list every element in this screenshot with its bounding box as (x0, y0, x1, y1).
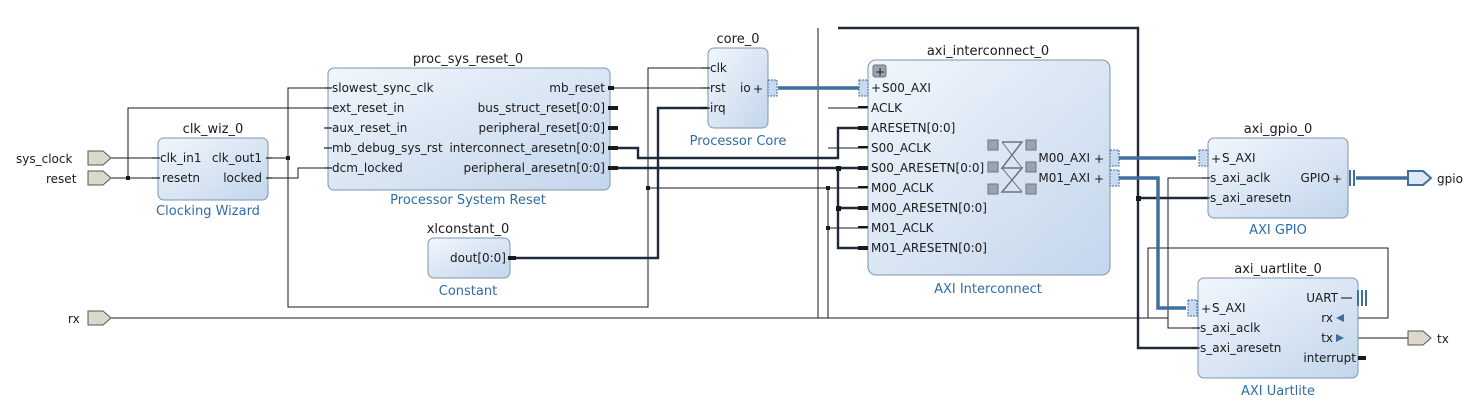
port-m01-aclk[interactable]: M01_ACLK (871, 221, 935, 235)
port-resetn[interactable]: resetn (162, 171, 200, 185)
port-peripheral-reset[interactable]: peripheral_reset[0:0] (478, 121, 605, 135)
block-core[interactable]: core_0 clk rst irq io + Processor Core (690, 32, 787, 149)
block-axi-interconnect[interactable]: axi_interconnect_0 + + S00_AXI ACLK ARES… (858, 44, 1120, 297)
port-rx[interactable]: rx (1321, 311, 1333, 325)
port-aux-reset-in[interactable]: aux_reset_in (332, 121, 407, 135)
net-dout[interactable] (514, 106, 708, 260)
block-axi-uartlite[interactable]: axi_uartlite_0 + S_AXI s_axi_aclk s_axi_… (1187, 262, 1367, 399)
expand-plus-icon[interactable]: + (1211, 152, 1221, 166)
port-dout[interactable]: dout[0:0] (450, 251, 506, 265)
output-arrow-icon (1336, 334, 1344, 342)
port-aclk[interactable]: ACLK (871, 101, 903, 115)
external-port-label: rx (68, 312, 80, 326)
external-port-label: reset (46, 172, 77, 186)
port-m01-aresetn[interactable]: M01_ARESETN[0:0] (871, 241, 987, 255)
port-s-axi-aclk[interactable]: s_axi_aclk (1210, 171, 1270, 185)
port-rst[interactable]: rst (710, 81, 726, 95)
net-m01-axi-uart[interactable] (1118, 176, 1186, 310)
port-s-axi-aresetn[interactable]: s_axi_aresetn (1210, 191, 1291, 205)
port-m01-axi[interactable]: M01_AXI (1038, 171, 1090, 185)
port-irq[interactable]: irq (710, 101, 726, 115)
crossbar-icon (987, 139, 1037, 195)
block-name: axi_uartlite_0 (1234, 262, 1322, 277)
net-locked[interactable] (268, 167, 330, 179)
external-port-label: gpio (1437, 172, 1463, 186)
block-proc-sys-reset[interactable]: proc_sys_reset_0 slowest_sync_clk ext_re… (324, 52, 618, 208)
external-port-label: tx (1437, 332, 1449, 346)
block-xlconstant[interactable]: xlconstant_0 dout[0:0] Constant (427, 222, 516, 299)
port-clk-in1[interactable]: clk_in1 (160, 151, 201, 165)
block-type: AXI Uartlite (1241, 384, 1315, 399)
port-mb-reset[interactable]: mb_reset (549, 81, 605, 95)
net-rx[interactable] (111, 28, 1389, 319)
port-s-axi-aresetn[interactable]: s_axi_aresetn (1200, 341, 1281, 355)
expand-plus-icon[interactable]: + (1332, 172, 1342, 186)
block-name: axi_interconnect_0 (927, 44, 1049, 59)
external-port-tx[interactable]: tx (1407, 330, 1449, 346)
external-port-reset[interactable]: reset (46, 170, 112, 186)
external-port-rx[interactable]: rx (68, 310, 112, 326)
block-type: AXI Interconnect (934, 282, 1042, 297)
port-s-axi[interactable]: S_AXI (1212, 301, 1246, 315)
port-tx[interactable]: tx (1321, 331, 1333, 345)
plus-icon: + (875, 65, 885, 79)
port-mb-debug-sys-rst[interactable]: mb_debug_sys_rst (332, 141, 443, 155)
nets (111, 26, 1408, 350)
port-s00-aresetn[interactable]: S00_ARESETN[0:0] (871, 161, 984, 175)
net-interconnect-aresetn[interactable] (618, 126, 868, 160)
block-type: Constant (439, 284, 497, 299)
port-uart[interactable]: UART (1306, 291, 1338, 305)
external-port-label: sys_clock (16, 152, 72, 166)
input-arrow-icon (1336, 314, 1344, 322)
external-port-sys-clock[interactable]: sys_clock (16, 150, 112, 166)
expand-plus-icon[interactable]: + (753, 82, 763, 96)
block-name: axi_gpio_0 (1244, 122, 1313, 137)
port-slowest-sync-clk[interactable]: slowest_sync_clk (332, 81, 434, 95)
expand-plus-icon[interactable]: + (1201, 302, 1211, 316)
port-clk-out1[interactable]: clk_out1 (212, 151, 262, 165)
external-port-gpio[interactable]: gpio (1407, 170, 1463, 186)
net-peripheral-aresetn[interactable] (618, 26, 1208, 350)
port-io[interactable]: io (740, 81, 751, 95)
block-type: Processor Core (690, 134, 787, 149)
block-name: xlconstant_0 (427, 222, 510, 237)
block-axi-gpio[interactable]: axi_gpio_0 + S_AXI s_axi_aclk s_axi_ares… (1198, 122, 1355, 238)
net-reset[interactable] (111, 107, 330, 179)
port-ext-reset-in[interactable]: ext_reset_in (332, 101, 404, 115)
block-type: AXI GPIO (1249, 223, 1307, 238)
expand-plus-icon[interactable]: + (871, 81, 881, 95)
port-clk[interactable]: clk (710, 61, 727, 75)
block-type: Clocking Wizard (156, 204, 260, 219)
port-locked[interactable]: locked (223, 171, 262, 185)
port-aresetn[interactable]: ARESETN[0:0] (871, 121, 955, 135)
port-dcm-locked[interactable]: dcm_locked (332, 161, 403, 175)
port-s00-axi[interactable]: S00_AXI (882, 81, 931, 95)
port-s-axi-aclk[interactable]: s_axi_aclk (1200, 321, 1260, 335)
collapse-icon[interactable] (872, 64, 887, 78)
expand-plus-icon[interactable]: + (1094, 172, 1104, 186)
port-m00-aresetn[interactable]: M00_ARESETN[0:0] (871, 201, 987, 215)
port-gpio[interactable]: GPIO (1300, 171, 1330, 185)
port-m00-aclk[interactable]: M00_ACLK (871, 181, 935, 195)
port-m00-axi[interactable]: M00_AXI (1038, 151, 1090, 165)
block-name: clk_wiz_0 (183, 122, 244, 137)
port-peripheral-aresetn[interactable]: peripheral_aresetn[0:0] (463, 161, 605, 175)
block-name: proc_sys_reset_0 (413, 52, 523, 67)
port-interconnect-aresetn[interactable]: interconnect_aresetn[0:0] (449, 141, 605, 155)
port-s-axi[interactable]: S_AXI (1222, 151, 1256, 165)
block-name: core_0 (717, 32, 760, 47)
port-interrupt[interactable]: interrupt (1303, 351, 1356, 365)
expand-plus-icon[interactable]: + (1094, 152, 1104, 166)
block-type: Processor System Reset (390, 193, 546, 208)
port-s00-aclk[interactable]: S00_ACLK (871, 141, 932, 155)
port-bus-struct-reset[interactable]: bus_struct_reset[0:0] (478, 101, 605, 115)
block-clk-wiz[interactable]: clk_wiz_0 clk_in1 resetn clk_out1 locked… (152, 122, 272, 219)
